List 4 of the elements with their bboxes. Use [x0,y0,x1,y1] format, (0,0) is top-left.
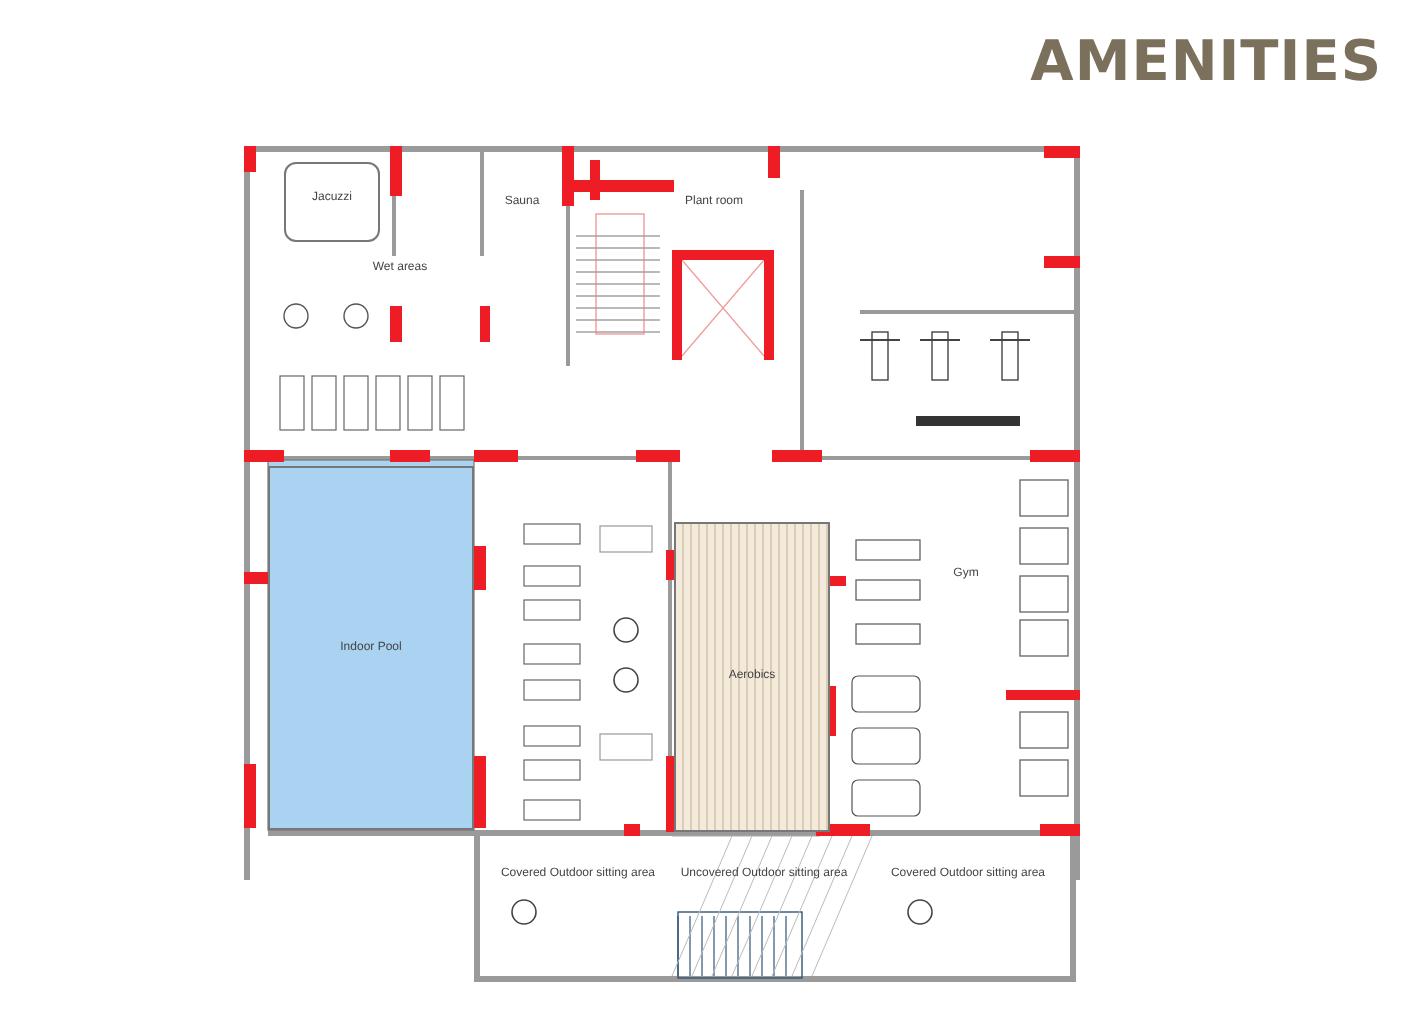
page-title: AMENITIES [1030,28,1382,94]
jacuzzi-tub [284,162,380,242]
pool-area [268,466,474,830]
aerobics-floor [674,522,830,832]
